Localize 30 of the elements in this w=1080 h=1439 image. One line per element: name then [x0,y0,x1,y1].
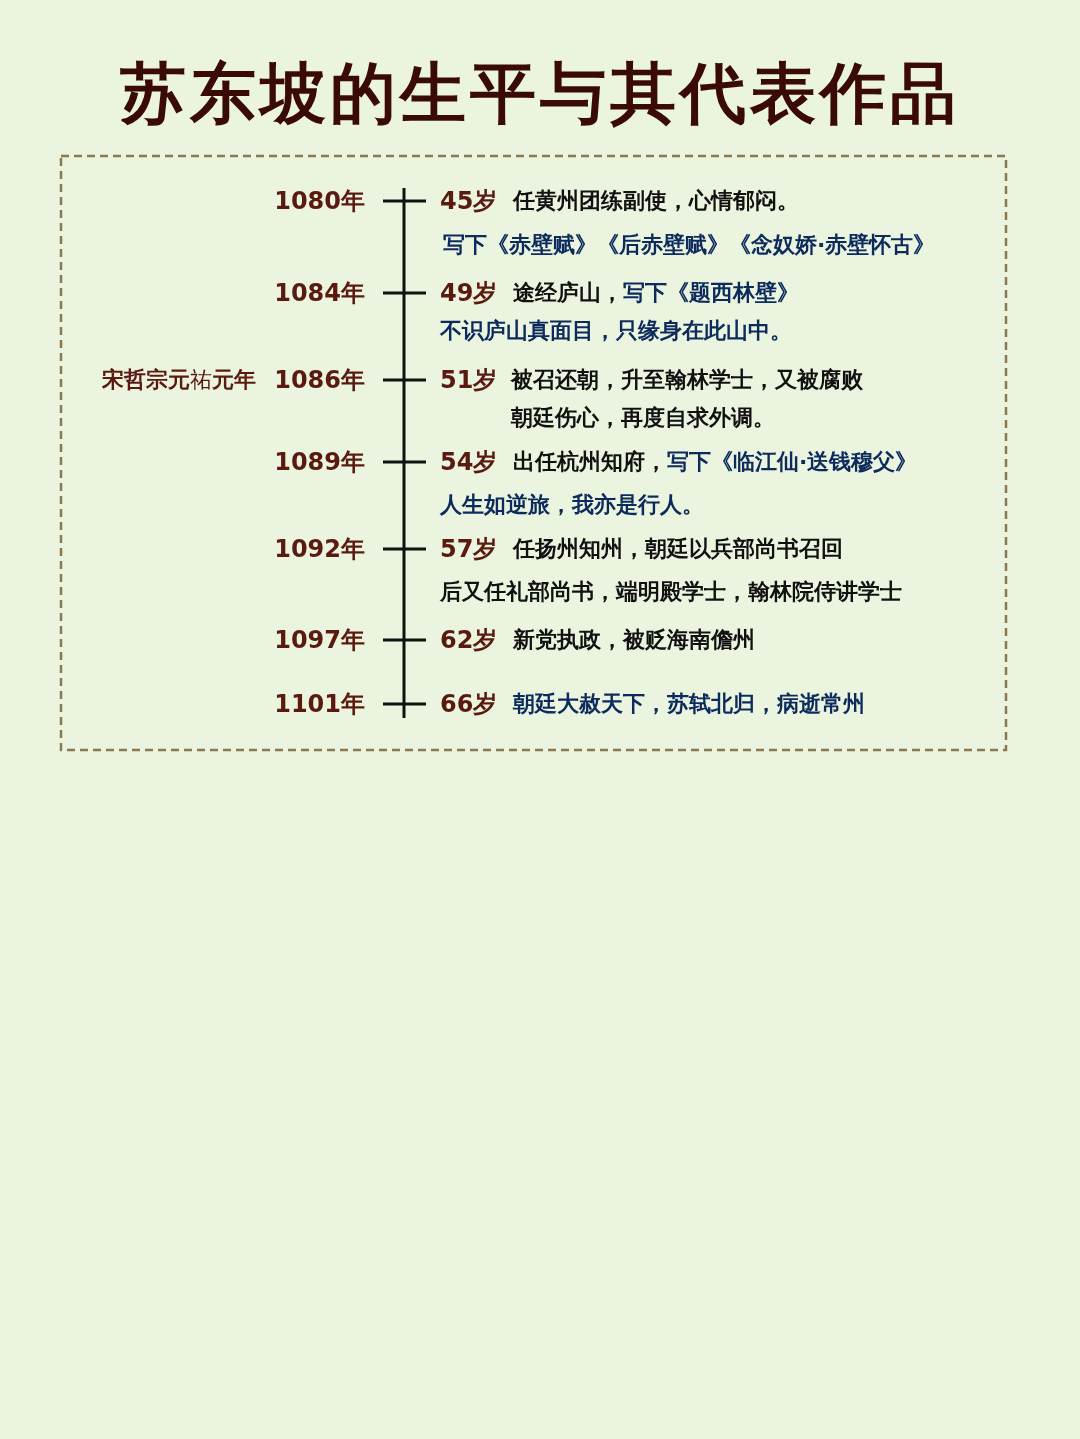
year-label: 1101年 [274,689,365,719]
event-text: 任黄州团练副使，心情郁闷。 [513,187,799,215]
event-text: 新党执政，被贬海南儋州 [513,626,755,654]
year-label: 1097年 [274,625,365,655]
year-label: 1092年 [274,534,365,564]
poem-text: 写下《题西林壁》 [623,279,799,307]
year-label: 1080年 [274,186,365,216]
title: 苏东坡的生平与其代表作品 [119,54,961,134]
event-text: 任扬州知州，朝廷以兵部尚书召回 [513,535,843,563]
reign-label: 宋哲宗元祐元年 [102,366,256,394]
event-text: 朝廷伤心，再度自求外调。 [511,404,775,432]
age-label: 57岁 [440,534,498,564]
age-label: 49岁 [440,278,498,308]
event-text: 途经庐山， [513,279,623,307]
event-text: 后又任礼部尚书，端明殿学士，翰林院侍讲学士 [440,578,902,606]
year-label: 1089年 [274,447,365,477]
age-label: 45岁 [440,186,498,216]
poem-text: 写下《临江仙·送钱穆父》 [667,448,918,476]
event-text: 被召还朝，升至翰林学士，又被腐败 [511,366,863,394]
year-label: 1084年 [274,278,365,308]
year-label: 1086年 [274,365,365,395]
poem-text: 朝廷大赦天下，苏轼北归，病逝常州 [513,690,865,718]
event-text: 出任杭州知府， [513,448,667,476]
age-label: 66岁 [440,689,498,719]
poem-text: 写下《赤壁赋》《后赤壁赋》《念奴娇·赤壁怀古》 [443,231,936,259]
age-label: 51岁 [440,365,498,395]
poem-text: 人生如逆旅，我亦是行人。 [440,491,704,519]
poem-text: 不识庐山真面目，只缘身在此山中。 [440,317,792,345]
age-label: 62岁 [440,625,498,655]
age-label: 54岁 [440,447,498,477]
